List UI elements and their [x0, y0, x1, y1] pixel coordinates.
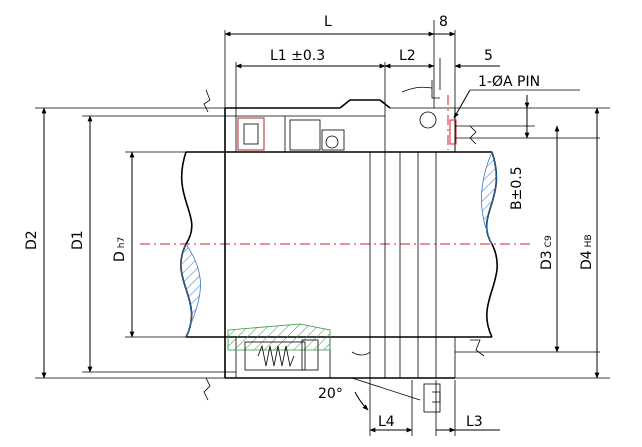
shaft: [180, 150, 498, 338]
dim-label-L3: L3: [466, 414, 483, 430]
dim-label-L2: L2: [399, 48, 416, 64]
dim-label-5: 5: [484, 48, 493, 64]
dim-label-B: B±0.5: [509, 166, 525, 210]
o-ring-top: [419, 111, 437, 129]
dim-label-D-h7: Dh7: [112, 237, 128, 262]
stationary-seat-bottom: [423, 339, 485, 413]
dim-label-L1: L1 ±0.3: [270, 48, 325, 64]
angle-label: 20°: [318, 386, 343, 402]
dim-label-D1: D1: [70, 230, 86, 250]
top-spring-holder: [237, 117, 345, 151]
dim-label-D4: D4HB: [579, 234, 595, 270]
anti-rotation-pin: [449, 119, 457, 145]
dim-label-8: 8: [439, 14, 448, 30]
bottom-spring-region: [227, 323, 371, 371]
shaft-break-right-hatch: [481, 150, 497, 245]
shaft-break-left-hatch: [180, 243, 201, 338]
pin-label: 1-ØA PIN: [478, 74, 540, 90]
stationary-seat-top: [390, 80, 457, 152]
dimension-lines: [41, 31, 600, 433]
dim-label-D2: D2: [24, 230, 40, 250]
dim-label-D3: D3C9: [539, 235, 555, 270]
spring: [257, 344, 295, 368]
dim-label-L: L: [324, 14, 332, 30]
extension-lines: [35, 20, 610, 436]
dim-label-L4: L4: [378, 414, 395, 430]
